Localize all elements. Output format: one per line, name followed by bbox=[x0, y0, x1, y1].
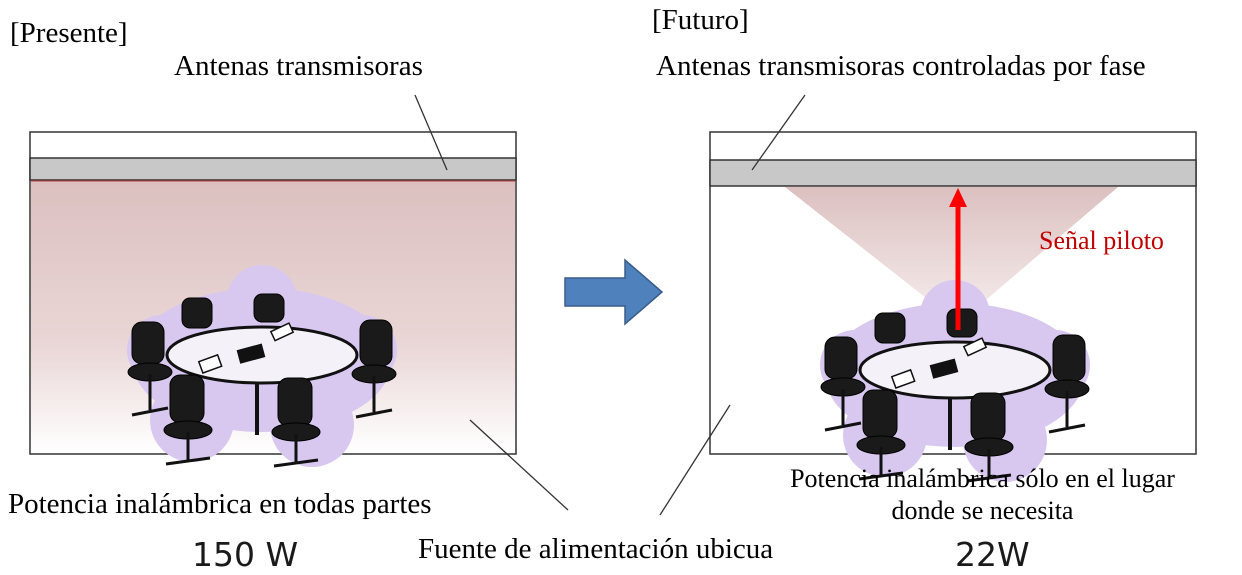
focused-beam bbox=[785, 187, 1118, 305]
shared-source-label: Fuente de alimentación ubicua bbox=[418, 533, 774, 565]
antenna-bar-right bbox=[709, 159, 1197, 187]
right-arrow-icon bbox=[564, 258, 664, 326]
present-heading: [Presente] bbox=[10, 17, 128, 49]
present-room bbox=[29, 131, 517, 469]
future-caption-line2: donde se necesita bbox=[891, 496, 1074, 525]
future-heading: [Futuro] bbox=[652, 4, 749, 36]
pilot-signal-label: Señal piloto bbox=[1039, 226, 1164, 255]
present-power: 150 W bbox=[192, 535, 299, 574]
future-caption-line1: Potencia inalámbrica sólo en el lugar bbox=[790, 464, 1175, 493]
future-room bbox=[709, 131, 1197, 484]
leader-lines bbox=[414, 94, 806, 516]
present-caption: Potencia inalámbrica en todas partes bbox=[8, 488, 432, 520]
antenna-label-right: Antenas transmisoras controladas por fas… bbox=[656, 50, 1146, 82]
future-power: 22W bbox=[955, 535, 1030, 574]
antenna-bar-left bbox=[29, 157, 517, 181]
antenna-label-left: Antenas transmisoras bbox=[174, 50, 423, 82]
